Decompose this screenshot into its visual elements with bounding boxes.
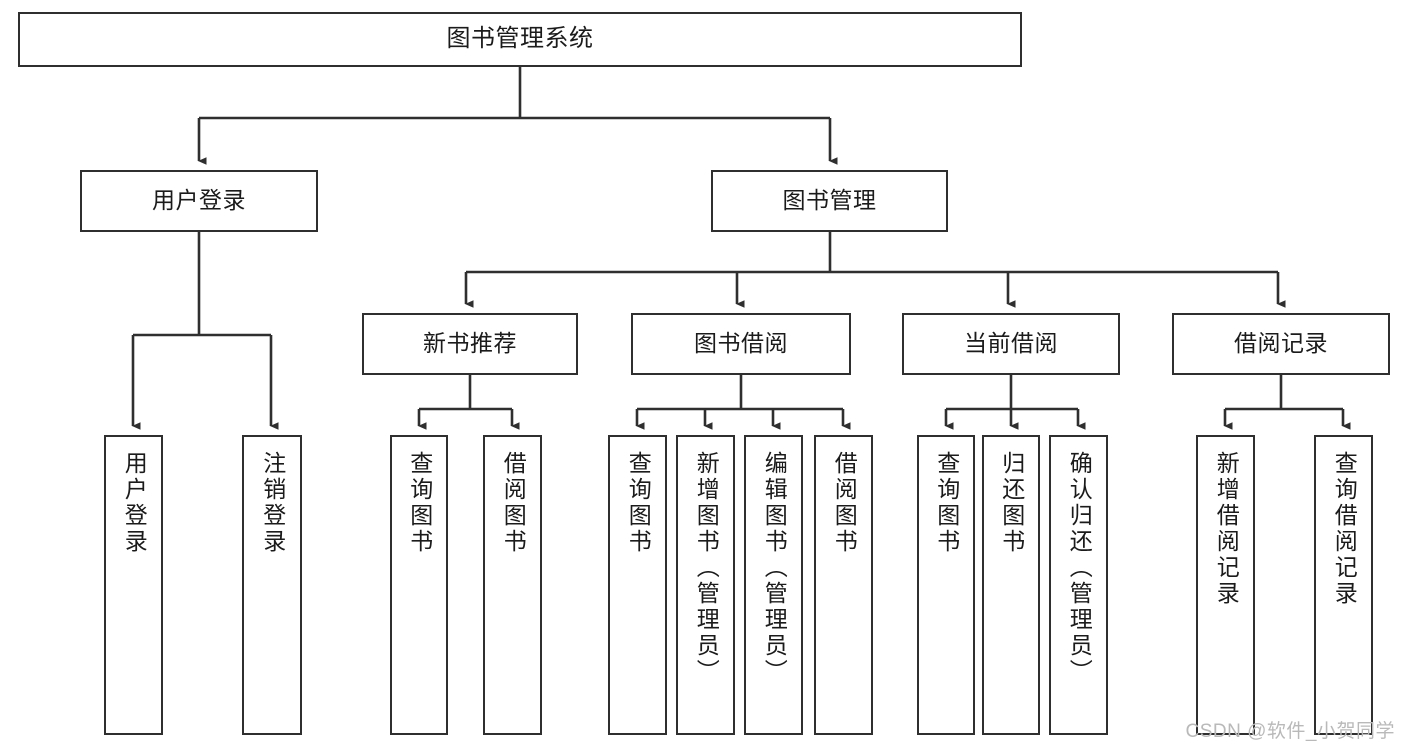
- node-leaf_cb_confirm[interactable]: 确认归还（管理员）: [1049, 435, 1108, 735]
- node-label-leaf_bb_edit: 编辑图书（管理员）: [761, 451, 788, 685]
- node-leaf_user_logout[interactable]: 注销登录: [242, 435, 302, 735]
- node-label-root: 图书管理系统: [446, 25, 594, 53]
- node-leaf_rec_query[interactable]: 查询图书: [390, 435, 448, 735]
- node-current_borrow[interactable]: 当前借阅: [902, 313, 1120, 375]
- node-leaf_bb_borrow[interactable]: 借阅图书: [814, 435, 873, 735]
- node-label-book_mgmt: 图书管理: [782, 187, 877, 214]
- node-borrow_record[interactable]: 借阅记录: [1172, 313, 1390, 375]
- node-leaf_cb_return[interactable]: 归还图书: [982, 435, 1040, 735]
- node-label-leaf_rec_borrow: 借阅图书: [500, 451, 527, 555]
- node-label-leaf_br_add: 新增借阅记录: [1213, 451, 1240, 607]
- node-leaf_cb_query[interactable]: 查询图书: [917, 435, 975, 735]
- node-leaf_user_login[interactable]: 用户登录: [104, 435, 163, 735]
- node-leaf_br_add[interactable]: 新增借阅记录: [1196, 435, 1255, 735]
- watermark-credit: CSDN @软件_小贺同学: [1185, 721, 1395, 742]
- node-leaf_rec_borrow[interactable]: 借阅图书: [483, 435, 542, 735]
- node-label-leaf_cb_query: 查询图书: [933, 451, 960, 555]
- node-label-leaf_user_logout: 注销登录: [259, 451, 286, 555]
- node-leaf_bb_edit[interactable]: 编辑图书（管理员）: [744, 435, 803, 735]
- node-label-leaf_bb_borrow: 借阅图书: [831, 451, 858, 555]
- node-book_borrow[interactable]: 图书借阅: [631, 313, 851, 375]
- node-label-leaf_bb_add: 新增图书（管理员）: [693, 451, 720, 685]
- node-label-leaf_br_query: 查询借阅记录: [1331, 451, 1358, 607]
- node-label-new_book_rec: 新书推荐: [423, 330, 517, 357]
- node-label-book_borrow: 图书借阅: [694, 330, 788, 357]
- node-user_login[interactable]: 用户登录: [80, 170, 318, 232]
- node-label-current_borrow: 当前借阅: [964, 330, 1058, 357]
- node-leaf_bb_query[interactable]: 查询图书: [608, 435, 667, 735]
- node-label-leaf_rec_query: 查询图书: [406, 451, 433, 555]
- node-label-leaf_bb_query: 查询图书: [625, 451, 652, 555]
- node-leaf_br_query[interactable]: 查询借阅记录: [1314, 435, 1373, 735]
- node-label-borrow_record: 借阅记录: [1234, 330, 1328, 357]
- node-book_mgmt[interactable]: 图书管理: [711, 170, 948, 232]
- node-new_book_rec[interactable]: 新书推荐: [362, 313, 578, 375]
- node-label-leaf_cb_confirm: 确认归还（管理员）: [1066, 451, 1093, 685]
- node-leaf_bb_add[interactable]: 新增图书（管理员）: [676, 435, 735, 735]
- node-label-user_login: 用户登录: [152, 187, 246, 214]
- node-label-leaf_user_login: 用户登录: [121, 451, 148, 555]
- node-label-leaf_cb_return: 归还图书: [998, 451, 1025, 555]
- node-root[interactable]: 图书管理系统: [18, 12, 1022, 67]
